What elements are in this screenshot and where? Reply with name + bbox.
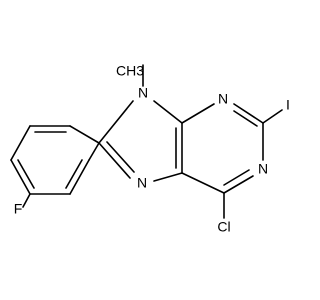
atom-n7-label: N — [137, 175, 147, 191]
atom-chlorine-label: Cl — [217, 219, 230, 235]
bond-ph-c4-c5 — [10, 159, 31, 195]
bond-c8-n9 — [98, 100, 134, 144]
atom-n9-label: N — [138, 85, 148, 101]
bond-ph-c6-c1 — [69, 159, 90, 195]
bond-n9-c4 — [153, 100, 183, 124]
bond-n3-c2 — [233, 103, 264, 124]
bond-n7-c8-double — [106, 141, 135, 173]
chemical-structure-canvas: N CH3 N N N I F Cl — [10, 62, 290, 235]
atom-fluorine-label: F — [14, 201, 23, 217]
bond-c5-n7 — [153, 172, 183, 182]
bond-ph-c1-c2 — [69, 125, 100, 144]
bond-n7-c8 — [98, 142, 131, 179]
bond-ph-c3-c4 — [10, 125, 31, 161]
atom-methyl-label: CH3 — [116, 63, 144, 79]
atom-iodine-label: I — [286, 97, 290, 113]
atom-n3-label: N — [218, 91, 228, 107]
bond-c4-n3 — [181, 103, 215, 124]
bond-ph-c4-c5-inner — [17, 159, 35, 189]
atom-n1-label: N — [258, 161, 268, 177]
bond-ph-c6-c1-inner — [65, 159, 83, 189]
bond-c6-c5 — [181, 172, 225, 194]
bond-c2-iodine — [262, 109, 283, 124]
bond-ph-fluorine — [22, 193, 31, 208]
molecule-drawing: N CH3 N N N I F Cl — [10, 63, 290, 235]
bond-n1-c6 — [223, 175, 254, 194]
bond-n3-c2-double — [233, 110, 258, 127]
bond-n1-c6-double — [223, 169, 250, 186]
bond-phenyl-link — [88, 142, 100, 161]
